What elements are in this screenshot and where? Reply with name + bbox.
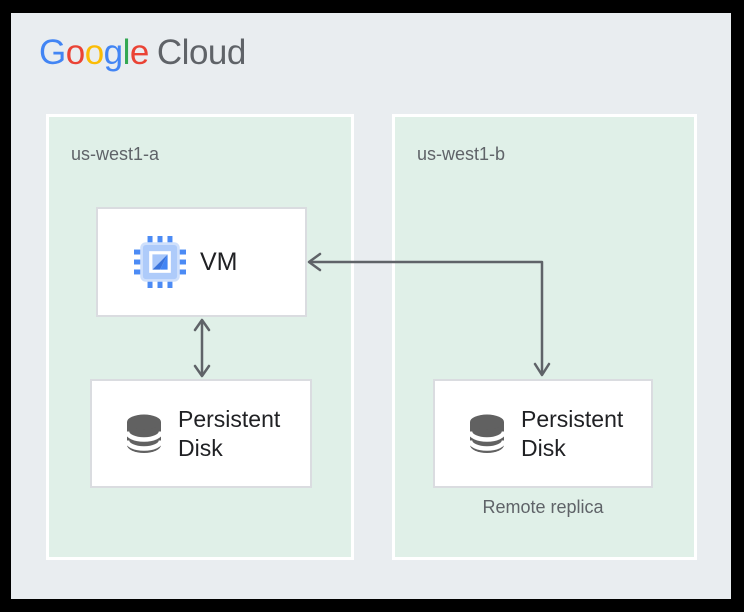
vm-label: VM <box>200 247 238 276</box>
logo-letter: o <box>84 33 104 72</box>
vm-card: VM <box>96 207 307 317</box>
logo-letter: o <box>65 33 85 72</box>
logo-letter: e <box>129 33 149 72</box>
zone-label: us-west1-b <box>417 144 506 164</box>
persistent-disk-card-primary: Persistent Disk <box>90 379 312 488</box>
persistent-disk-card-replica: Persistent Disk <box>433 379 653 488</box>
zone-us-west1-b: us-west1-b <box>392 114 697 560</box>
remote-replica-label: Remote replica <box>482 497 604 517</box>
persistent-disk-label: Persistent Disk <box>521 405 624 461</box>
logo-letter: l <box>122 33 131 72</box>
logo-cloud-text: Cloud <box>156 33 246 72</box>
persistent-disk-label: Persistent Disk <box>178 405 281 461</box>
compute-engine-chip-icon <box>134 236 186 288</box>
logo-letter: G <box>39 33 66 72</box>
database-disk-icon <box>124 414 164 453</box>
zone-us-west1-a: us-west1-a <box>46 114 354 560</box>
database-disk-icon <box>467 414 507 453</box>
logo-letter: g <box>103 33 123 72</box>
zone-label: us-west1-a <box>71 144 160 164</box>
